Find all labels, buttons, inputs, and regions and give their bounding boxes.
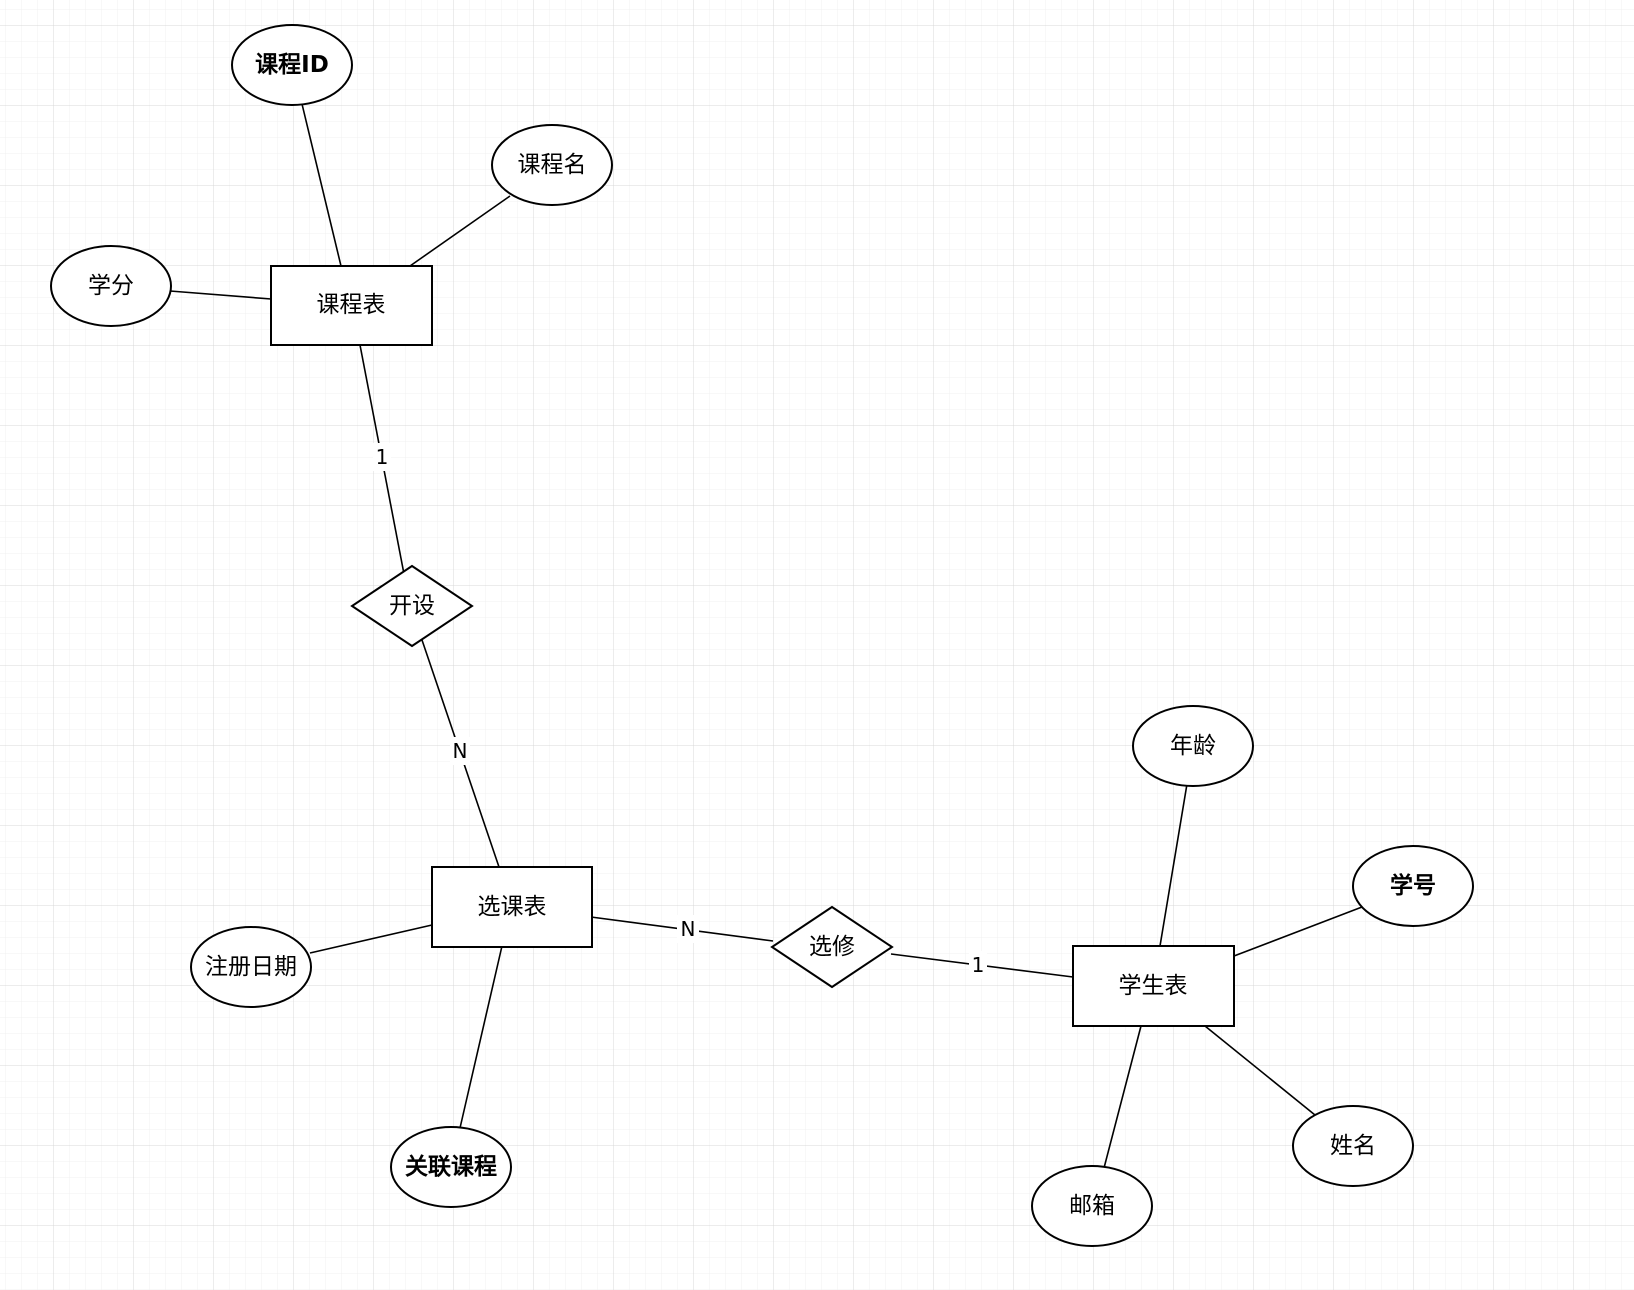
cardinality-labels: 1 N N 1 bbox=[373, 443, 987, 979]
connector-studentno-student[interactable] bbox=[1233, 906, 1363, 957]
attribute-student-no-label: 学号 bbox=[1390, 872, 1436, 899]
entity-enrollment-label: 选课表 bbox=[478, 894, 547, 920]
attribute-register-date[interactable]: 注册日期 bbox=[190, 926, 312, 1008]
entity-course[interactable]: 课程表 bbox=[270, 265, 433, 346]
cardinality-takes-student: 1 bbox=[972, 953, 985, 977]
entity-student-label: 学生表 bbox=[1119, 973, 1188, 999]
entity-enrollment[interactable]: 选课表 bbox=[431, 866, 593, 948]
attribute-course-id[interactable]: 课程ID bbox=[231, 24, 353, 106]
relationship-takes-label: 选修 bbox=[809, 934, 855, 960]
attribute-email[interactable]: 邮箱 bbox=[1031, 1165, 1153, 1247]
connector-coursename-course[interactable] bbox=[409, 195, 511, 267]
attribute-student-no[interactable]: 学号 bbox=[1352, 845, 1474, 927]
connector-courseid-course[interactable] bbox=[301, 103, 342, 267]
cardinality-enrollment-takes: N bbox=[681, 917, 696, 941]
attribute-age[interactable]: 年龄 bbox=[1132, 705, 1254, 787]
connector-name-student[interactable] bbox=[1204, 1025, 1316, 1116]
connector-credit-course[interactable] bbox=[169, 290, 272, 300]
attribute-course-name-label: 课程名 bbox=[518, 152, 587, 178]
attribute-age-label: 年龄 bbox=[1170, 733, 1216, 759]
attribute-name-label: 姓名 bbox=[1330, 1133, 1376, 1159]
entity-student[interactable]: 学生表 bbox=[1072, 945, 1235, 1027]
attribute-credit-label: 学分 bbox=[88, 273, 134, 299]
connector-email-student[interactable] bbox=[1103, 1025, 1142, 1169]
attribute-credit[interactable]: 学分 bbox=[50, 245, 172, 327]
attribute-course-id-label: 课程ID bbox=[255, 52, 329, 78]
relationship-offers[interactable]: 开设 bbox=[350, 564, 474, 648]
connector-registerdate-enrollment[interactable] bbox=[309, 924, 433, 954]
attribute-linked-course-label: 关联课程 bbox=[405, 1153, 497, 1180]
attribute-email-label: 邮箱 bbox=[1069, 1193, 1115, 1219]
attribute-linked-course[interactable]: 关联课程 bbox=[390, 1126, 512, 1208]
cardinality-offers-enrollment: N bbox=[453, 739, 468, 763]
connector-linkedcourse-enrollment[interactable] bbox=[459, 945, 503, 1129]
attribute-course-name[interactable]: 课程名 bbox=[491, 124, 613, 206]
attribute-name[interactable]: 姓名 bbox=[1292, 1105, 1414, 1187]
relationship-offers-label: 开设 bbox=[389, 593, 435, 619]
relationship-takes[interactable]: 选修 bbox=[770, 905, 894, 989]
cardinality-course-offers: 1 bbox=[376, 445, 389, 469]
attribute-register-date-label: 注册日期 bbox=[205, 954, 297, 980]
connector-age-student[interactable] bbox=[1159, 783, 1188, 947]
entity-course-label: 课程表 bbox=[317, 292, 386, 318]
